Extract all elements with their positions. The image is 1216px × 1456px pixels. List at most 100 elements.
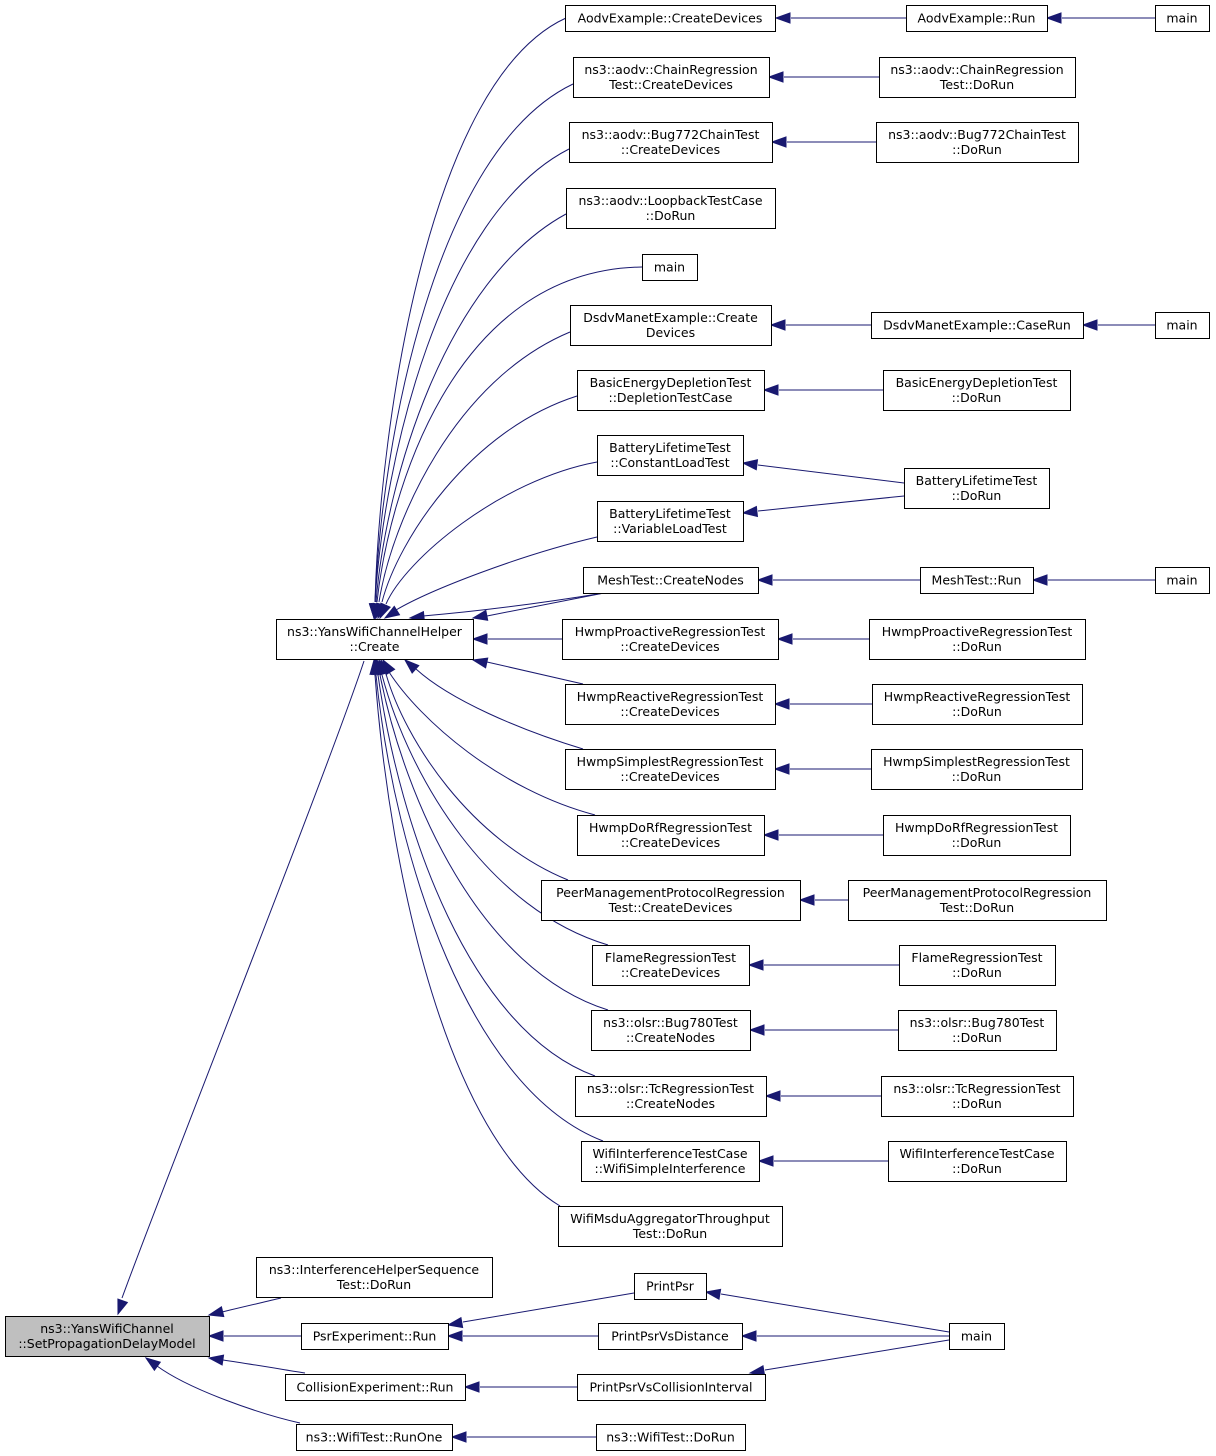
node-box[interactable] — [597, 435, 744, 476]
node-printPsrColl[interactable]: PrintPsrVsCollisionInterval — [577, 1374, 766, 1401]
node-box[interactable] — [591, 1010, 751, 1051]
node-box[interactable] — [285, 1374, 466, 1401]
node-box[interactable] — [562, 619, 779, 660]
node-box[interactable] — [583, 567, 759, 594]
node-box[interactable] — [565, 749, 776, 790]
node-hwmpProCreate[interactable]: HwmpProactiveRegressionTest::CreateDevic… — [562, 619, 779, 660]
node-box[interactable] — [573, 57, 770, 98]
node-box[interactable] — [566, 188, 776, 229]
node-box[interactable] — [883, 370, 1071, 411]
node-psrRun[interactable]: PsrExperiment::Run — [301, 1323, 449, 1350]
node-box[interactable] — [565, 5, 776, 32]
node-box[interactable] — [949, 1323, 1005, 1350]
node-dsdvCreate[interactable]: DsdvManetExample::CreateDevices — [570, 305, 772, 346]
node-olsrBugCreate[interactable]: ns3::olsr::Bug780Test::CreateNodes — [591, 1010, 751, 1051]
node-box[interactable] — [558, 1206, 783, 1247]
node-root[interactable]: ns3::YansWifiChannel::SetPropagationDela… — [5, 1316, 210, 1357]
node-bug772DoRun[interactable]: ns3::aodv::Bug772ChainTest::DoRun — [876, 122, 1079, 163]
node-box[interactable] — [5, 1316, 210, 1357]
node-aodvCreateDevices[interactable]: AodvExample::CreateDevices — [565, 5, 776, 32]
node-box[interactable] — [872, 684, 1083, 725]
node-flameDoRun[interactable]: FlameRegressionTest::DoRun — [899, 945, 1056, 986]
node-box[interactable] — [541, 880, 801, 921]
node-batteryVariable[interactable]: BatteryLifetimeTest::VariableLoadTest — [597, 501, 744, 542]
node-box[interactable] — [592, 945, 750, 986]
node-box[interactable] — [848, 880, 1107, 921]
node-box[interactable] — [634, 1273, 707, 1300]
node-printPsr[interactable]: PrintPsr — [634, 1273, 707, 1300]
node-meshCreate[interactable]: MeshTest::CreateNodes — [583, 567, 759, 594]
node-box[interactable] — [1155, 5, 1210, 32]
node-box[interactable] — [876, 122, 1079, 163]
node-meshRun[interactable]: MeshTest::Run — [920, 567, 1034, 594]
node-box[interactable] — [575, 1076, 767, 1117]
node-box[interactable] — [920, 567, 1034, 594]
node-box[interactable] — [899, 945, 1056, 986]
node-chainCreate[interactable]: ns3::aodv::ChainRegressionTest::CreateDe… — [573, 57, 770, 98]
node-box[interactable] — [570, 305, 772, 346]
node-box[interactable] — [577, 815, 765, 856]
node-bug772Create[interactable]: ns3::aodv::Bug772ChainTest::CreateDevice… — [569, 122, 773, 163]
node-olsrTcCreate[interactable]: ns3::olsr::TcRegressionTest::CreateNodes — [575, 1076, 767, 1117]
node-box[interactable] — [581, 1141, 760, 1182]
node-hwmpDoRfDoRun[interactable]: HwmpDoRfRegressionTest::DoRun — [883, 815, 1071, 856]
node-box[interactable] — [296, 1424, 453, 1451]
node-box[interactable] — [276, 619, 474, 660]
node-olsrTcDoRun[interactable]: ns3::olsr::TcRegressionTest::DoRun — [881, 1076, 1074, 1117]
node-batteryConstant[interactable]: BatteryLifetimeTest::ConstantLoadTest — [597, 435, 744, 476]
node-flameCreate[interactable]: FlameRegressionTest::CreateDevices — [592, 945, 750, 986]
node-box[interactable] — [596, 1424, 746, 1451]
node-box[interactable] — [883, 815, 1071, 856]
node-box[interactable] — [1155, 312, 1210, 339]
node-peerCreate[interactable]: PeerManagementProtocolRegressionTest::Cr… — [541, 880, 801, 921]
node-box[interactable] — [871, 312, 1084, 339]
node-olsrBugDoRun[interactable]: ns3::olsr::Bug780Test::DoRun — [898, 1010, 1057, 1051]
node-main4[interactable]: main — [1155, 567, 1210, 594]
node-box[interactable] — [256, 1257, 493, 1298]
node-collRun[interactable]: CollisionExperiment::Run — [285, 1374, 466, 1401]
node-wifiIntDoRun[interactable]: WifiInterferenceTestCase::DoRun — [888, 1141, 1067, 1182]
node-box[interactable] — [906, 5, 1048, 32]
node-hwmpReCreate[interactable]: HwmpReactiveRegressionTest::CreateDevice… — [565, 684, 776, 725]
node-wifiIntSimple[interactable]: WifiInterferenceTestCase::WifiSimpleInte… — [581, 1141, 760, 1182]
node-aodvRun[interactable]: AodvExample::Run — [906, 5, 1048, 32]
node-box[interactable] — [879, 57, 1076, 98]
node-main1[interactable]: main — [1155, 5, 1210, 32]
node-hwmpSiDoRun[interactable]: HwmpSimplestRegressionTest::DoRun — [871, 749, 1083, 790]
node-hwmpDoRfCreate[interactable]: HwmpDoRfRegressionTest::CreateDevices — [577, 815, 765, 856]
node-loopback[interactable]: ns3::aodv::LoopbackTestCase::DoRun — [566, 188, 776, 229]
node-main5[interactable]: main — [949, 1323, 1005, 1350]
node-dsdvCaseRun[interactable]: DsdvManetExample::CaseRun — [871, 312, 1084, 339]
node-box[interactable] — [898, 1010, 1057, 1051]
node-box[interactable] — [577, 370, 765, 411]
node-box[interactable] — [904, 468, 1050, 509]
node-hwmpReDoRun[interactable]: HwmpReactiveRegressionTest::DoRun — [872, 684, 1083, 725]
node-box[interactable] — [577, 1374, 766, 1401]
node-box[interactable] — [598, 1323, 743, 1350]
node-batteryDoRun[interactable]: BatteryLifetimeTest::DoRun — [904, 468, 1050, 509]
node-printPsrDist[interactable]: PrintPsrVsDistance — [598, 1323, 743, 1350]
node-hwmpSiCreate[interactable]: HwmpSimplestRegressionTest::CreateDevice… — [565, 749, 776, 790]
node-ihsDoRun[interactable]: ns3::InterferenceHelperSequenceTest::DoR… — [256, 1257, 493, 1298]
node-wifiDoRun[interactable]: ns3::WifiTest::DoRun — [596, 1424, 746, 1451]
node-basicDoRun[interactable]: BasicEnergyDepletionTest::DoRun — [883, 370, 1071, 411]
node-main3[interactable]: main — [1155, 312, 1210, 339]
node-box[interactable] — [1155, 567, 1210, 594]
node-box[interactable] — [642, 254, 698, 281]
node-create[interactable]: ns3::YansWifiChannelHelper::Create — [276, 619, 474, 660]
node-hwmpProDoRun[interactable]: HwmpProactiveRegressionTest::DoRun — [869, 619, 1086, 660]
node-box[interactable] — [301, 1323, 449, 1350]
node-box[interactable] — [597, 501, 744, 542]
node-box[interactable] — [881, 1076, 1074, 1117]
node-box[interactable] — [565, 684, 776, 725]
node-box[interactable] — [869, 619, 1086, 660]
node-main2[interactable]: main — [642, 254, 698, 281]
node-wifiRunOne[interactable]: ns3::WifiTest::RunOne — [296, 1424, 453, 1451]
node-basicDepletion[interactable]: BasicEnergyDepletionTest::DepletionTestC… — [577, 370, 765, 411]
node-peerDoRun[interactable]: PeerManagementProtocolRegressionTest::Do… — [848, 880, 1107, 921]
node-box[interactable] — [888, 1141, 1067, 1182]
node-box[interactable] — [569, 122, 773, 163]
node-box[interactable] — [871, 749, 1083, 790]
